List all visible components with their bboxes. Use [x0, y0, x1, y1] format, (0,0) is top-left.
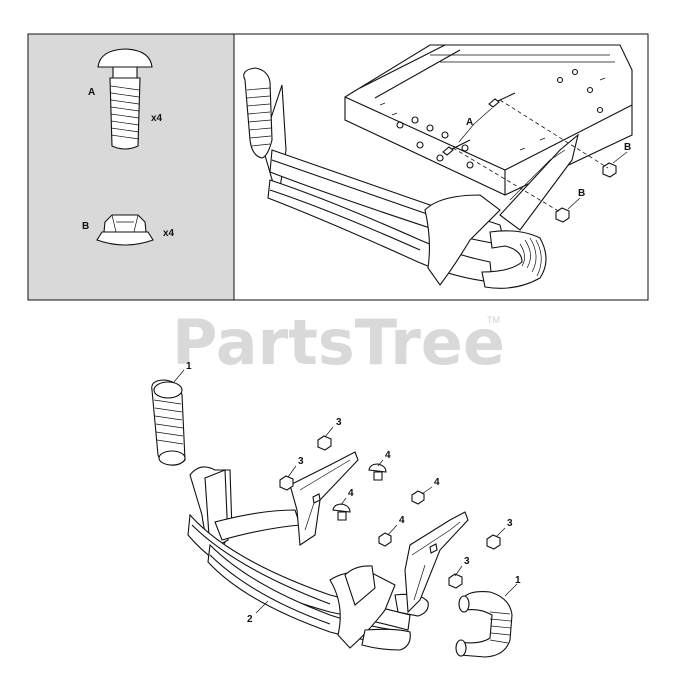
frame-assembly-illustration: [243, 44, 633, 289]
part-callout-1-left: 1: [186, 361, 192, 372]
hardware-a-letter: A: [88, 87, 95, 98]
watermark-trademark: TM: [487, 315, 500, 325]
watermark-text: PartsTree: [172, 306, 505, 379]
hardware-b-letter: B: [82, 221, 89, 232]
nut-part-3: [279, 435, 501, 589]
assembly-callout-a: A: [466, 117, 473, 128]
mounting-bracket-left: [289, 451, 359, 546]
part-callout-4-d: 4: [399, 515, 405, 526]
part-callout-3-b: 3: [298, 456, 304, 467]
carriage-bolt-icon: [97, 48, 153, 150]
hardware-a-qty: x4: [151, 113, 163, 124]
hardware-b-qty: x4: [163, 228, 175, 239]
bolt-part-4: [332, 463, 425, 547]
part-callout-2: 2: [247, 614, 253, 625]
part-callout-1-right: 1: [515, 575, 521, 586]
handle-part-1-left: [151, 379, 186, 466]
part-callout-4-c: 4: [434, 477, 440, 488]
part-callout-3-a: 3: [336, 417, 342, 428]
part-callout-4-a: 4: [385, 450, 391, 461]
mounting-bracket-right: [404, 511, 469, 614]
bumper-part-2: [187, 466, 429, 651]
exploded-parts-illustration: [151, 369, 518, 658]
assembly-callout-b-front: B: [578, 188, 585, 199]
part-callout-3-c: 3: [507, 518, 513, 529]
assembly-callout-b-rear: B: [624, 142, 631, 153]
part-callout-3-d: 3: [464, 556, 470, 567]
handle-part-1-right: [455, 591, 513, 658]
part-callout-4-b: 4: [348, 488, 354, 499]
flange-nut-icon: [96, 214, 154, 246]
